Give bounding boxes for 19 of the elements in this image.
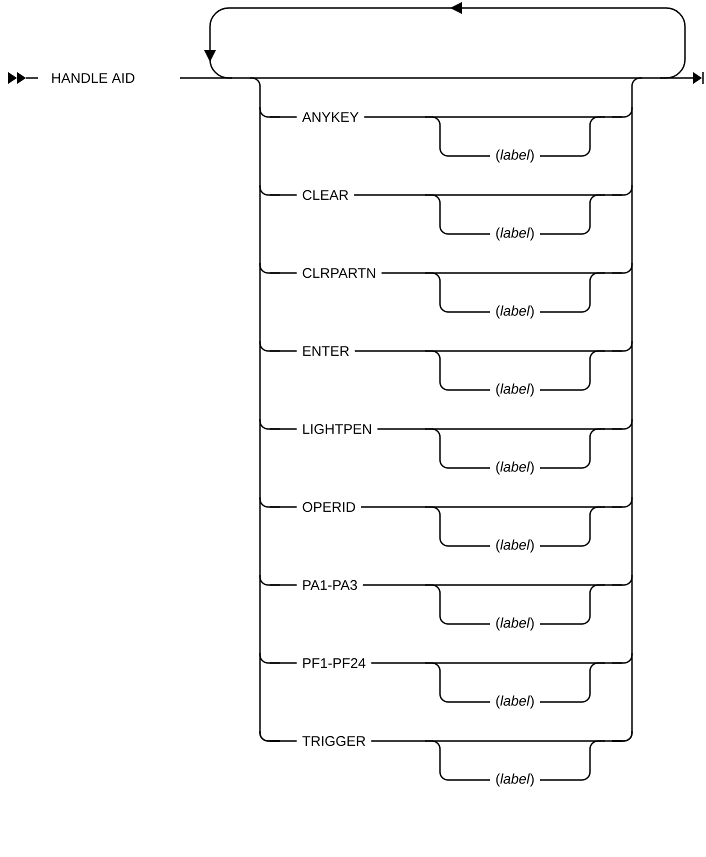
keyword: ENTER bbox=[296, 340, 355, 362]
keyword: CLEAR bbox=[296, 184, 354, 206]
variable: (label) bbox=[490, 768, 540, 792]
keyword: OPERID bbox=[296, 496, 362, 518]
variable: (label) bbox=[490, 612, 540, 636]
variable: (label) bbox=[490, 534, 540, 558]
keyword: ANYKEY bbox=[296, 106, 364, 128]
variable: (label) bbox=[490, 144, 540, 168]
variable: (label) bbox=[490, 456, 540, 480]
variable: (label) bbox=[490, 222, 540, 246]
variable: (label) bbox=[490, 300, 540, 324]
keyword: CLRPARTN bbox=[296, 262, 382, 284]
keyword: TRIGGER bbox=[296, 730, 372, 752]
keyword: PA1-PA3 bbox=[296, 574, 363, 596]
variable: (label) bbox=[490, 378, 540, 402]
variable: (label) bbox=[490, 690, 540, 714]
keyword: PF1-PF24 bbox=[296, 652, 372, 674]
keyword: LIGHTPEN bbox=[296, 418, 378, 440]
keyword: HANDLE AID bbox=[46, 68, 140, 88]
